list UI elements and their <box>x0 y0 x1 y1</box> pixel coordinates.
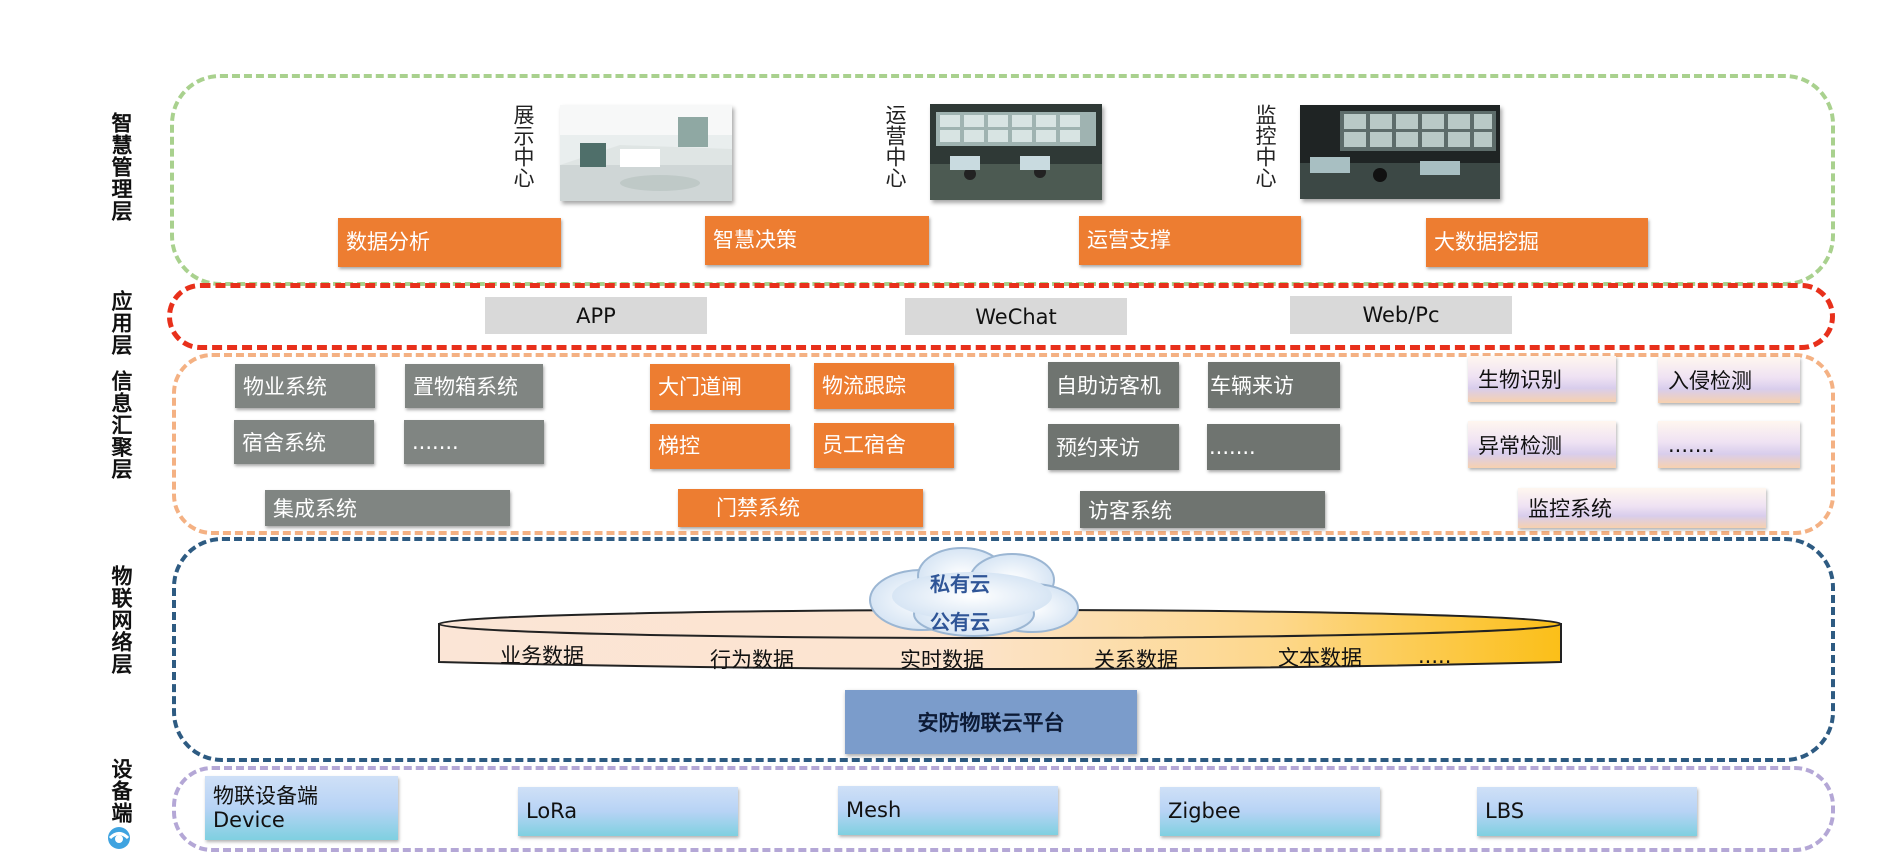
access-item-gate: 大门道闸 <box>650 364 790 410</box>
center-caption-monitoring: 监控中心 <box>1253 104 1277 188</box>
visitor-item-appointment: 预约来访 <box>1048 424 1179 470</box>
data-type-business: 业务数据 <box>500 644 584 668</box>
data-type-more: ..... <box>1418 644 1452 668</box>
data-cylinder <box>438 609 1562 670</box>
mgmt-function-big-data-mining: 大数据挖掘 <box>1426 218 1648 267</box>
access-item-elevator: 梯控 <box>650 424 790 469</box>
access-system: 门禁系统 <box>678 489 923 527</box>
access-item-logistics: 物流跟踪 <box>814 363 954 409</box>
iot-cloud-platform: 安防物联云平台 <box>845 690 1137 754</box>
center-caption-display: 展示中心 <box>511 104 535 188</box>
monitor-item-anomaly: 异常检测 <box>1468 421 1616 468</box>
layer-label-info-aggregation: 信息汇聚层 <box>109 370 133 480</box>
cloud-public-label: 公有云 <box>930 610 990 634</box>
monitor-system: 监控系统 <box>1518 488 1766 528</box>
data-type-relation: 关系数据 <box>1094 648 1178 672</box>
access-item-staff-dorm: 员工宿舍 <box>814 423 954 468</box>
layer-label-iot-network: 物联网络层 <box>109 565 133 675</box>
data-type-text: 文本数据 <box>1278 646 1362 670</box>
monitor-item-intrusion: 入侵检测 <box>1658 357 1800 403</box>
device-iot-endpoint: 物联设备端 Device <box>205 776 398 840</box>
visitor-item-more: ....... <box>1207 424 1340 470</box>
display-center-photo <box>560 105 732 201</box>
mgmt-function-ops-support: 运营支撑 <box>1079 216 1301 265</box>
integration-system: 集成系统 <box>265 490 510 526</box>
cloud-icon <box>869 547 1079 637</box>
device-layer-frame <box>172 766 1835 852</box>
device-protocol-lbs: LBS <box>1477 787 1697 836</box>
layer-label-device: 设备端 <box>109 758 133 824</box>
application-layer-frame <box>167 283 1835 350</box>
device-endpoint-label-cn: 物联设备端 <box>213 783 318 808</box>
cloud-private-label: 私有云 <box>930 572 990 596</box>
visitor-item-kiosk: 自助访客机 <box>1048 362 1179 408</box>
integration-item-property: 物业系统 <box>235 364 375 408</box>
device-protocol-zigbee: Zigbee <box>1160 787 1380 836</box>
monitoring-center-photo <box>1300 105 1500 199</box>
app-channel-app: APP <box>485 297 707 334</box>
app-channel-wechat: WeChat <box>905 298 1127 335</box>
mgmt-function-data-analysis: 数据分析 <box>338 218 561 267</box>
mgmt-function-smart-decision: 智慧决策 <box>705 216 929 265</box>
data-type-realtime: 实时数据 <box>900 648 984 672</box>
monitor-item-more: ....... <box>1658 421 1800 468</box>
visitor-item-vehicle: 车辆来访 <box>1208 362 1340 408</box>
device-endpoint-label-en: Device <box>213 808 285 832</box>
center-caption-operations: 运营中心 <box>883 104 907 188</box>
info-aggregation-layer-frame <box>172 353 1835 535</box>
integration-item-locker: 置物箱系统 <box>405 364 543 408</box>
visitor-system: 访客系统 <box>1080 491 1325 528</box>
monitor-item-biometric: 生物识别 <box>1468 356 1616 402</box>
device-protocol-lora: LoRa <box>518 787 738 836</box>
operations-center-photo <box>930 104 1102 200</box>
iot-network-layer-frame <box>172 537 1835 762</box>
globe-icon <box>108 827 130 849</box>
layer-label-application: 应用层 <box>109 290 133 356</box>
integration-item-more: ....... <box>404 420 544 464</box>
device-protocol-mesh: Mesh <box>838 786 1058 835</box>
data-type-behavior: 行为数据 <box>710 648 794 672</box>
layer-label-smart-mgmt: 智慧管理层 <box>109 112 133 222</box>
app-channel-web-pc: Web/Pc <box>1290 296 1512 334</box>
integration-item-dormitory: 宿舍系统 <box>234 420 374 464</box>
